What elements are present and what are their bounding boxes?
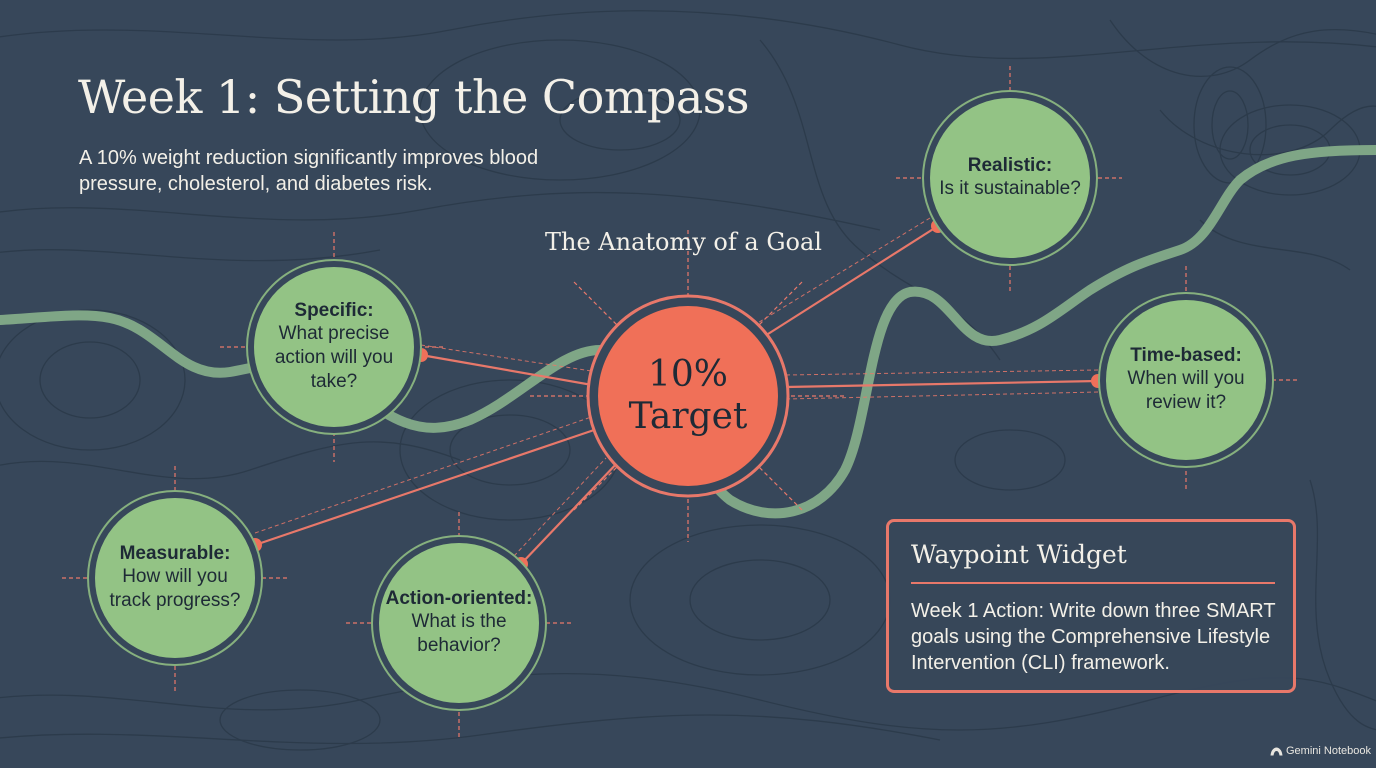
node-measurable: Measurable: How will you track progress? [100,528,250,628]
target-circle [586,294,790,498]
node-title: Measurable: [119,543,231,564]
node-question: When will you review it? [1127,368,1245,413]
node-question: Is it sustainable? [939,178,1081,199]
widget-title: Waypoint Widget [911,540,1127,569]
node-question: How will you track progress? [109,566,241,611]
node-title: Time-based: [1130,345,1242,366]
node-timebased: Time-based: When will you review it? [1116,330,1256,430]
connectors [254,225,1099,565]
diagram-heading: The Anatomy of a Goal [545,228,822,256]
widget-body: Week 1 Action: Write down three SMART go… [911,600,1276,674]
target-percent: 10% [647,354,728,395]
widget-divider [911,582,1275,584]
node-circle-realistic [922,90,1098,266]
node-circle-specific [246,259,422,435]
node-realistic: Realistic: Is it sustainable? [930,140,1090,216]
brand-watermark: Gemini Notebook [1270,745,1371,757]
node-circle-timebased [1098,292,1274,468]
node-action: Action-oriented: What is the behavior? [379,573,539,673]
node-title: Specific: [294,300,374,321]
connector-guides [254,217,1099,557]
node-crosshairs [62,66,1298,738]
page-subtitle: A 10% weight reduction significantly imp… [79,147,539,195]
node-circle-action [371,535,547,711]
target-crosshair [530,230,846,542]
node-circle-measurable [87,490,263,666]
target-word: Target [628,396,748,437]
brand-label: Gemini Notebook [1286,745,1371,757]
page-title: Week 1: Setting the Compass [78,70,750,124]
target-label: 10% Target [596,304,780,488]
waypoint-widget: Waypoint Widget Week 1 Action: Write dow… [886,519,1296,693]
node-question: What precise action will you take? [274,323,394,392]
node-specific: Specific: What precise action will you t… [264,277,404,417]
node-title: Realistic: [967,155,1053,176]
node-title: Action-oriented: [385,588,533,609]
node-question: What is the behavior? [411,611,507,656]
gemini-notebook-icon [1270,747,1283,755]
